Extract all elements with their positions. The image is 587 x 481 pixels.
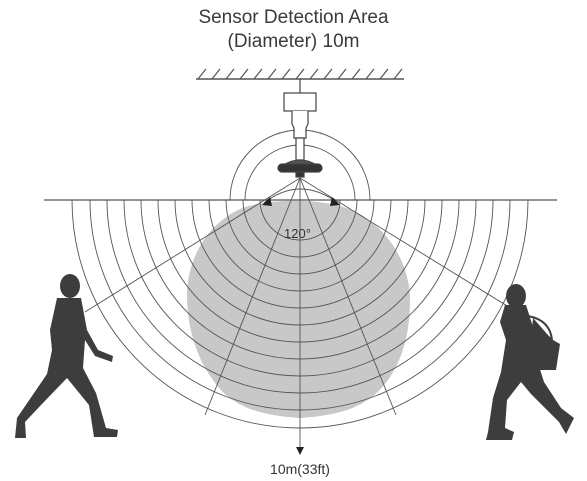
hatch-mark xyxy=(253,68,263,80)
angle-arrow-left xyxy=(262,197,272,206)
hatch-mark xyxy=(337,68,347,80)
detection-area xyxy=(187,200,410,418)
distance-arrow xyxy=(296,447,304,455)
distance-label: 10m(33ft) xyxy=(270,461,330,477)
ceiling xyxy=(196,68,404,80)
diagram-title: Sensor Detection Area xyxy=(198,7,389,28)
hatch-mark xyxy=(197,68,207,80)
diagram-subtitle: (Diameter) 10m xyxy=(227,31,360,52)
angle-label: 120° xyxy=(284,226,311,241)
hatch-mark xyxy=(309,68,319,80)
angle-arc xyxy=(263,188,339,204)
hatch-mark xyxy=(225,68,235,80)
hatch-mark xyxy=(323,68,333,80)
detection-rays xyxy=(84,177,518,450)
hatch-mark xyxy=(295,68,305,80)
hatch-mark xyxy=(281,68,291,80)
hatch-mark xyxy=(379,68,389,80)
hatch-mark xyxy=(239,68,249,80)
hatch-mark xyxy=(365,68,375,80)
person-walking-left-icon xyxy=(15,274,118,438)
person-walking-right-icon xyxy=(486,284,574,440)
highbay-light-icon xyxy=(277,79,323,178)
hatch-mark xyxy=(393,68,403,80)
hatch-mark xyxy=(351,68,361,80)
angle-arrow-right xyxy=(330,197,340,206)
hatch-mark xyxy=(267,68,277,80)
hatch-mark xyxy=(211,68,221,80)
